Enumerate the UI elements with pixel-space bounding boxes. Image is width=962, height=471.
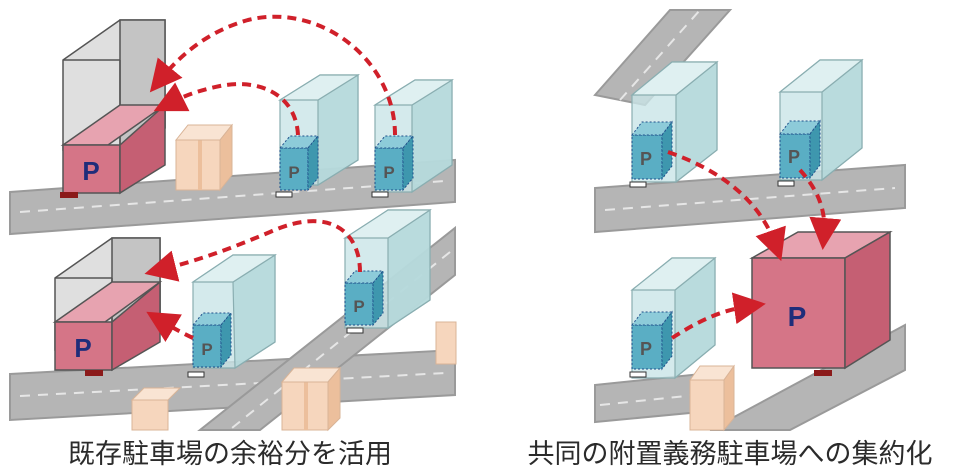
- transfer-arrow: [667, 150, 786, 262]
- parking-label: P: [788, 301, 807, 332]
- right-panel: P P P: [593, 9, 906, 432]
- parking-label: P: [288, 163, 299, 182]
- parking-label: P: [640, 149, 652, 169]
- parking-building: P: [52, 280, 163, 376]
- parking-label: P: [82, 156, 99, 186]
- transfer-arrow: [144, 219, 362, 282]
- small-parking: P: [343, 269, 385, 334]
- block: [130, 387, 182, 431]
- transfer-arrow: [146, 311, 194, 342]
- transfer-arrow: [149, 14, 397, 136]
- block: [435, 321, 457, 365]
- transfer-arrow: [670, 292, 766, 340]
- small-parking: P: [187, 311, 233, 378]
- left-panel: P P: [9, 14, 457, 432]
- parking-building: P: [60, 103, 168, 198]
- small-parking: P: [777, 119, 822, 187]
- small-parking: P: [275, 134, 320, 198]
- building: [342, 208, 432, 330]
- road: [593, 9, 733, 107]
- parking-label: P: [383, 163, 394, 182]
- caption-right: 共同の附置義務駐車場への集約化: [527, 439, 933, 470]
- small-parking: P: [629, 310, 674, 378]
- caption-left: 既存駐車場の余裕分を活用: [68, 439, 392, 470]
- parking-label: P: [640, 339, 652, 359]
- parking-label: P: [201, 340, 212, 359]
- parking-label: P: [74, 333, 91, 363]
- parking-label: P: [788, 147, 800, 167]
- block: [174, 123, 234, 192]
- block: [280, 366, 342, 432]
- parking-label: P: [353, 297, 364, 316]
- block: [689, 364, 735, 432]
- building: [778, 58, 864, 182]
- shared-parking-building: P: [749, 230, 893, 376]
- transfer-arrow: [798, 168, 842, 250]
- small-parking: P: [371, 134, 415, 198]
- small-parking: P: [629, 120, 674, 188]
